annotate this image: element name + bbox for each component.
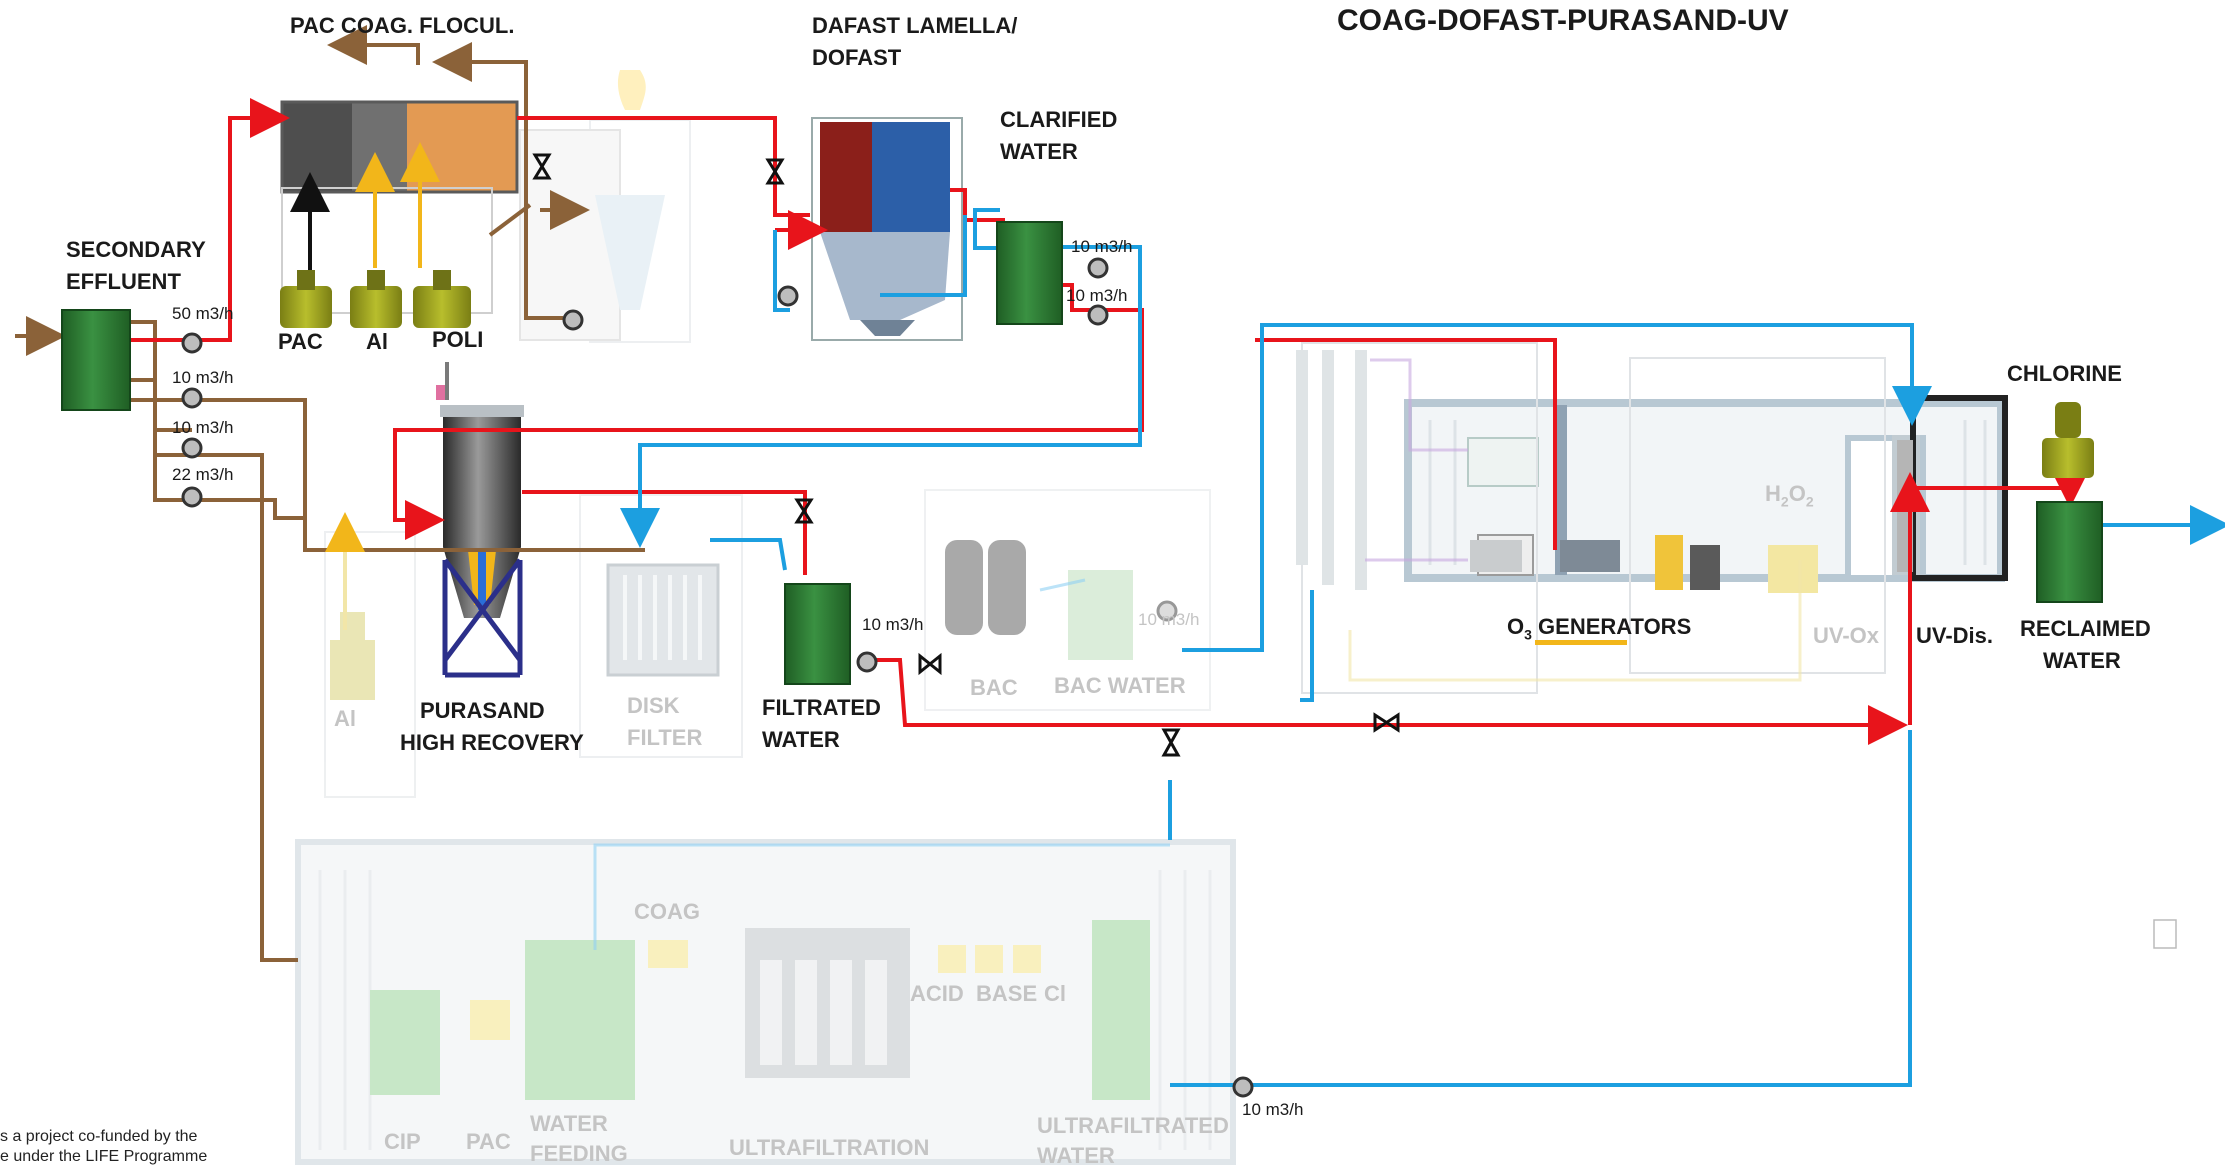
cl-label: Cl <box>1044 980 1066 1008</box>
dafast-label-1: DAFAST LAMELLA/ <box>812 12 1017 40</box>
secondary-label-2: EFFLUENT <box>66 268 181 296</box>
secondary-label-1: SECONDARY <box>66 236 206 264</box>
pac-uf-label: PAC <box>466 1128 511 1156</box>
filtrated-label-2: WATER <box>762 726 840 754</box>
purasand-filter <box>436 362 524 675</box>
al-dosing-faded <box>325 532 415 797</box>
flow-uf: 10 m3/h <box>1242 1099 1303 1120</box>
flow-22: 22 m3/h <box>172 464 233 485</box>
disk-label-1: DISK <box>627 692 680 720</box>
pac-dosing-tank <box>280 270 332 328</box>
poli-dosing-tank <box>413 270 471 328</box>
ultrafiltrated-label-2: WATER <box>1037 1142 1115 1170</box>
flow-clarified-2: 10 m3/h <box>1066 285 1127 306</box>
chlorine-label: CHLORINE <box>2007 360 2122 388</box>
pac-label: PAC <box>278 328 323 356</box>
chlorine-dosing-tank <box>2042 402 2094 478</box>
flow-10-a: 10 m3/h <box>172 367 233 388</box>
filtrated-water-tank <box>785 584 850 684</box>
coag-label: COAG <box>634 898 700 926</box>
diagram-title: COAG-DOFAST-PURASAND-UV <box>1337 2 1789 40</box>
reclaimed-label-1: RECLAIMED <box>2020 615 2151 643</box>
al-faded-label: Al <box>334 705 356 733</box>
clarified-label-2: WATER <box>1000 138 1078 166</box>
secondary-effluent-tank <box>62 310 130 410</box>
purasand-label-1: PURASAND <box>420 697 545 725</box>
al-label: Al <box>366 328 388 356</box>
water-feeding-label-1: WATER <box>530 1110 608 1138</box>
pac-coag-flocul-label: PAC COAG. FLOCUL. <box>290 12 514 40</box>
ultrafiltrated-label-1: ULTRAFILTRATED <box>1037 1112 1229 1140</box>
cip-label: CIP <box>384 1128 421 1156</box>
flow-bac: 10 m3/h <box>1138 609 1199 630</box>
filtrated-label-1: FILTRATED <box>762 694 881 722</box>
uv-dis-label: UV-Dis. <box>1916 622 1993 650</box>
disk-label-2: FILTER <box>627 724 702 752</box>
flow-clarified-1: 10 m3/h <box>1071 236 1132 257</box>
water-feeding-label-2: FEEDING <box>530 1140 628 1168</box>
acid-label: ACID <box>910 980 964 1008</box>
reclaimed-water-tank <box>2037 502 2102 602</box>
clarified-label-1: CLARIFIED <box>1000 106 1117 134</box>
o3-generators-label: O3 GENERATORS <box>1507 613 1691 644</box>
base-label: BASE <box>976 980 1037 1008</box>
footer-line-2: e under the LIFE Programme <box>0 1147 207 1167</box>
h2o2-label: H2O2 <box>1765 480 1814 511</box>
empty-box <box>2154 920 2176 948</box>
purasand-label-2: HIGH RECOVERY <box>400 729 584 757</box>
footer-line-1: s a project co-funded by the <box>0 1127 207 1147</box>
bac-label: BAC <box>970 674 1018 702</box>
bac-water-label: BAC WATER <box>1054 672 1186 700</box>
al-dosing-tank <box>350 270 402 328</box>
dafast-frame <box>520 70 690 342</box>
uv-ox-label: UV-Ox <box>1813 622 1879 650</box>
coagulation-tanks <box>282 102 517 313</box>
clarified-water-tank <box>997 222 1062 324</box>
reclaimed-label-2: WATER <box>2043 647 2121 675</box>
dafast-label-2: DOFAST <box>812 44 901 72</box>
flow-50: 50 m3/h <box>172 303 233 324</box>
dafast-lamella <box>812 118 962 340</box>
flow-filtrated: 10 m3/h <box>862 614 923 635</box>
poli-label: POLI <box>432 326 483 354</box>
footer-note: s a project co-funded by the e under the… <box>0 1127 207 1167</box>
flow-10-b: 10 m3/h <box>172 417 233 438</box>
dosing-arrows <box>310 150 420 630</box>
ultrafiltration-label: ULTRAFILTRATION <box>729 1134 929 1162</box>
